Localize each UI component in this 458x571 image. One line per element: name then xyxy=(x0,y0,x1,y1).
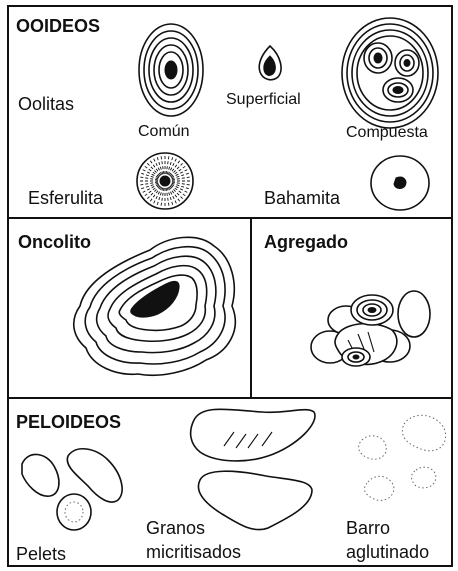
superficial-label: Superficial xyxy=(226,91,301,108)
barro-label-line1: Barro xyxy=(346,518,390,538)
composite-ooid-drawing xyxy=(342,18,438,128)
agregado-title: Agregado xyxy=(264,232,348,252)
pellets-drawing xyxy=(22,449,122,530)
oncoid-drawing xyxy=(74,237,236,375)
aggregate-drawing xyxy=(311,291,430,366)
agglutinated-mud-drawing xyxy=(359,415,446,500)
spherulite-drawing xyxy=(137,153,193,209)
barro-label-line2: aglutinado xyxy=(346,542,429,562)
granos-label-line2: micritisados xyxy=(146,542,241,562)
oolitas-label: Oolitas xyxy=(18,94,74,114)
oncolito-title: Oncolito xyxy=(18,232,91,252)
ooideos-title: OOIDEOS xyxy=(16,16,100,36)
micritized-grains-drawing xyxy=(191,409,315,529)
comun-label: Común xyxy=(138,123,190,140)
pelets-label: Pelets xyxy=(16,544,66,564)
bahamite-drawing xyxy=(371,156,429,210)
common-ooid-drawing xyxy=(139,24,203,116)
bahamita-label: Bahamita xyxy=(264,188,341,208)
peloideos-title: PELOIDEOS xyxy=(16,412,121,432)
esferulita-label: Esferulita xyxy=(28,188,104,208)
granos-label-line1: Granos xyxy=(146,518,205,538)
superficial-ooid-drawing xyxy=(259,46,281,80)
compuesta-label: Compuesta xyxy=(346,124,428,141)
